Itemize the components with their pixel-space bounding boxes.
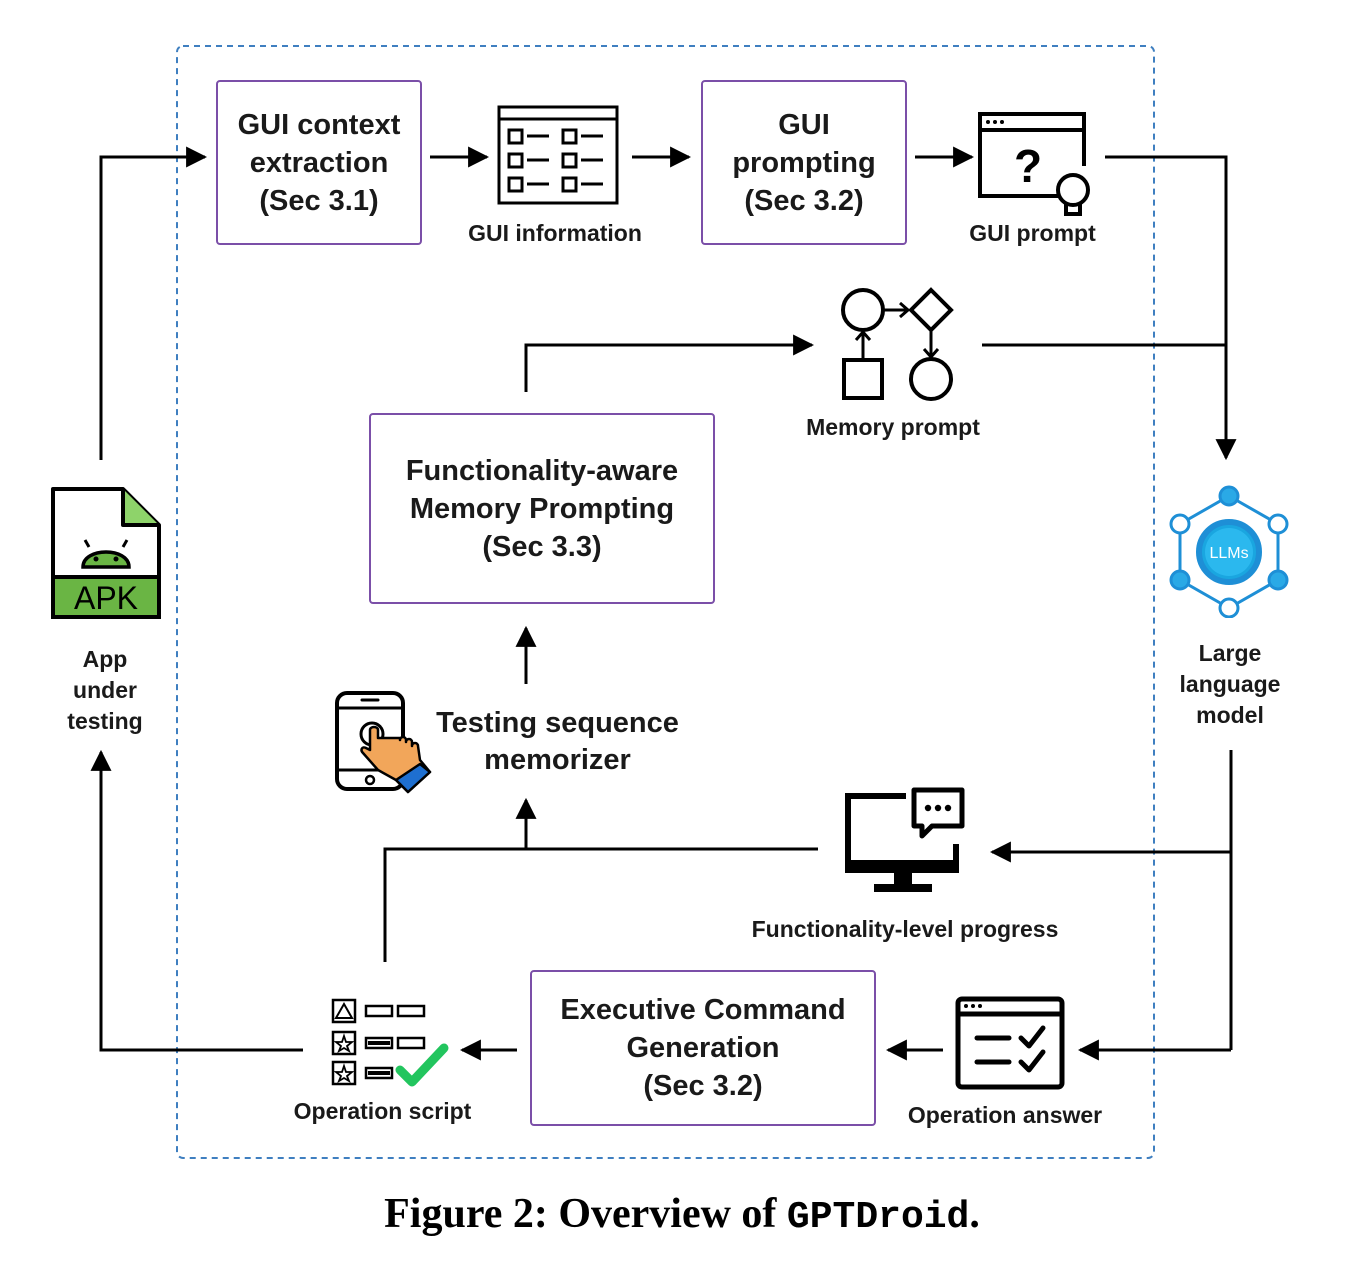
operation-answer-icon — [955, 996, 1065, 1090]
gui-information-label: GUI information — [468, 220, 642, 246]
operation-script-icon — [331, 998, 449, 1087]
memory-prompt-icon — [841, 287, 954, 401]
llm-badge-text: LLMs — [1209, 545, 1248, 562]
gui-prompt-icon: ? — [978, 112, 1090, 216]
arrow-app-to-context — [99, 146, 208, 460]
line-script-up — [383, 847, 818, 962]
gui-context-extraction-label: GUI context extraction (Sec 3.1) — [237, 108, 401, 217]
memory-prompting-box: Functionality-aware Memory Prompting (Se… — [369, 413, 715, 604]
caption-prefix: Figure 2: Overview of — [384, 1191, 787, 1237]
gui-prompting-label: GUI prompting (Sec 3.2) — [732, 108, 876, 217]
app-under-testing-label: App under testing — [67, 646, 143, 734]
gui-prompting-box: GUI prompting (Sec 3.2) — [701, 80, 907, 245]
arrow-script-to-app — [90, 749, 303, 1052]
executive-command-box: Executive Command Generation (Sec 3.2) — [530, 970, 876, 1126]
llm-network-icon: LLMs — [1169, 485, 1289, 618]
executive-command-label: Executive Command Generation (Sec 3.2) — [560, 994, 846, 1102]
apk-file-icon: APK — [51, 487, 161, 619]
caption-suffix: . — [969, 1191, 980, 1237]
functionality-progress-label: Functionality-level progress — [751, 916, 1059, 942]
framework-border — [176, 45, 1155, 1159]
memory-prompt-label: Memory prompt — [806, 414, 980, 440]
operation-answer-label: Operation answer — [907, 1102, 1103, 1128]
gui-context-extraction-box: GUI context extraction (Sec 3.1) — [216, 80, 422, 245]
arrow-prompt-to-llm — [1105, 155, 1237, 461]
phone-tap-icon — [335, 691, 432, 794]
android-icon — [81, 550, 131, 569]
gui-information-icon — [497, 105, 619, 205]
memory-prompting-label: Functionality-aware Memory Prompting (Se… — [405, 454, 679, 563]
check-icon — [395, 1043, 449, 1087]
llm-label: Large language model — [1179, 640, 1281, 728]
figure-caption: Figure 2: Overview of GPTDroid. — [0, 1190, 1364, 1239]
arrow-memory-box-to-memory-prompt — [524, 334, 815, 392]
monitor-chat-icon — [845, 787, 965, 892]
gui-prompt-label: GUI prompt — [969, 220, 1096, 246]
testing-memorizer-label: Testing sequence memorizer — [436, 707, 679, 776]
apk-text: APK — [74, 580, 138, 616]
svg-text:?: ? — [1014, 140, 1042, 192]
operation-script-label: Operation script — [293, 1098, 472, 1124]
caption-code: GPTDroid — [786, 1196, 970, 1239]
